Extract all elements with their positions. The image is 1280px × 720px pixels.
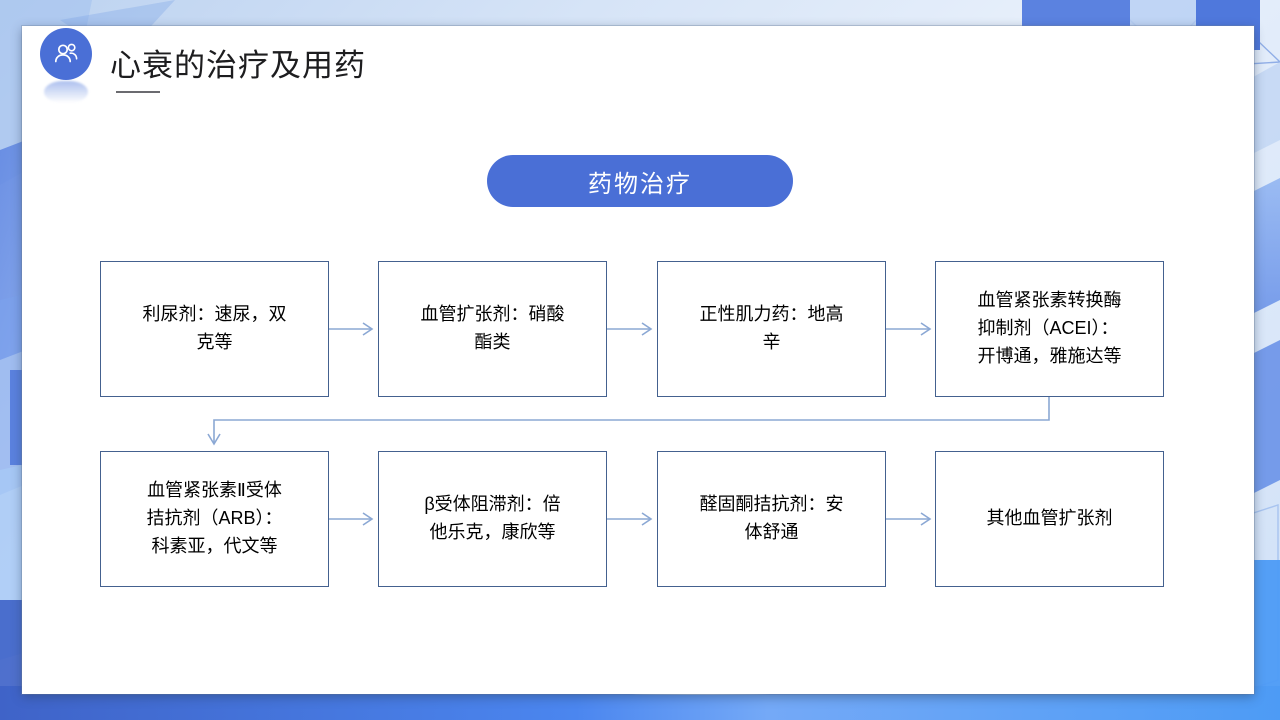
flow-box-text: 正性肌力药：地高 辛	[699, 304, 844, 352]
flow-box-aldosterone[interactable]: 醛固酮拮抗剂：安 体舒通	[657, 451, 886, 587]
flow-box-beta-blockers[interactable]: β受体阻滞剂：倍 他乐克，康欣等	[378, 451, 607, 587]
title-underline	[116, 91, 160, 93]
flow-box-text: 血管紧张素转换酶 抑制剂（ACEI）： 开博通，雅施达等	[977, 290, 1122, 366]
users-icon	[40, 28, 92, 80]
flow-box-acei[interactable]: 血管紧张素转换酶 抑制剂（ACEI）： 开博通，雅施达等	[935, 261, 1164, 397]
flow-box-arb[interactable]: 血管紧张素Ⅱ受体 拮抗剂（ARB）： 科素亚，代文等	[100, 451, 329, 587]
avatar-reflection	[44, 81, 88, 103]
flow-box-text: 利尿剂：速尿，双 克等	[142, 304, 287, 352]
page-title: 心衰的治疗及用药	[110, 40, 366, 93]
section-pill-drug-therapy[interactable]: 药物治疗	[487, 155, 793, 207]
flow-box-text: 血管扩张剂：硝酸 酯类	[420, 304, 565, 352]
section-pill-label: 药物治疗	[588, 170, 692, 198]
flow-box-text: 其他血管扩张剂	[986, 508, 1113, 529]
flow-box-text: β受体阻滞剂：倍 他乐克，康欣等	[424, 494, 561, 542]
flow-box-inotropes[interactable]: 正性肌力药：地高 辛	[657, 261, 886, 397]
flow-box-diuretics[interactable]: 利尿剂：速尿，双 克等	[100, 261, 329, 397]
flow-box-other-vasodilators[interactable]: 其他血管扩张剂	[935, 451, 1164, 587]
avatar	[40, 28, 92, 103]
flow-box-text: 血管紧张素Ⅱ受体 拮抗剂（ARB）： 科素亚，代文等	[146, 480, 283, 556]
flow-box-vasodilators[interactable]: 血管扩张剂：硝酸 酯类	[378, 261, 607, 397]
page-header: 心衰的治疗及用药	[40, 28, 366, 103]
page-title-text: 心衰的治疗及用药	[110, 47, 366, 83]
flow-box-text: 醛固酮拮抗剂：安 体舒通	[699, 494, 844, 542]
